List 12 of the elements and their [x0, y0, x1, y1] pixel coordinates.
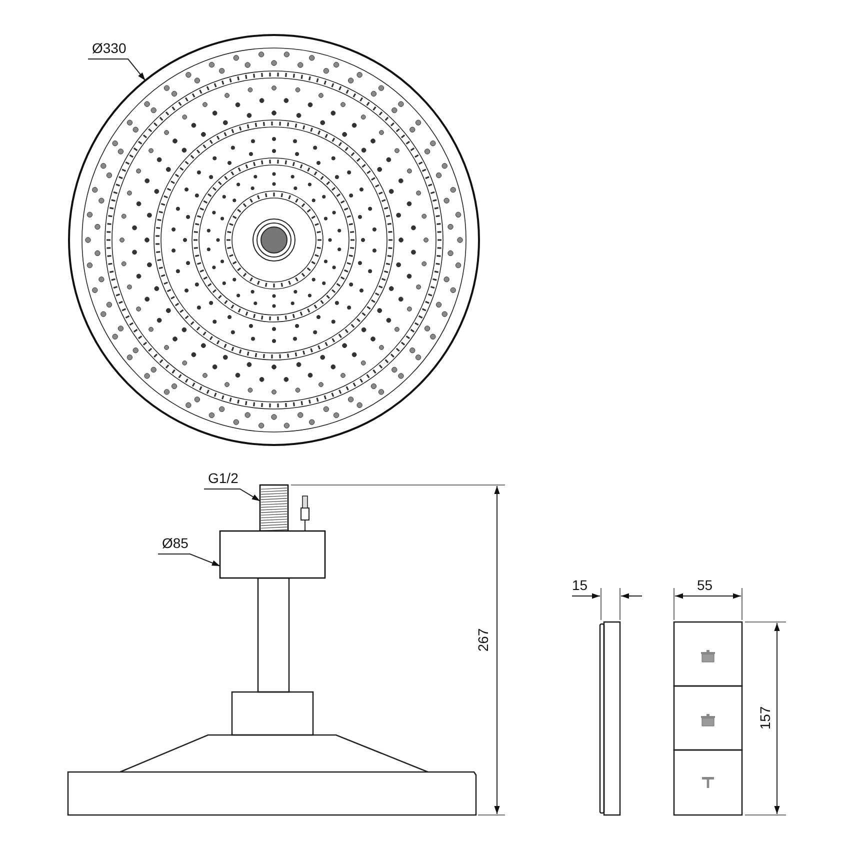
threaded-pipe: [259, 484, 289, 532]
leader-line: [158, 554, 220, 566]
dimension-label: 15: [572, 577, 588, 593]
callout-label: Ø330: [92, 40, 126, 56]
ceiling-flange: [219, 530, 326, 579]
callout-label: G1/2: [208, 470, 238, 486]
leader-line: [204, 488, 260, 502]
dimension-label: 55: [697, 577, 713, 593]
dimension-label: 267: [475, 628, 491, 652]
leader-line: [88, 58, 146, 81]
callout-label: Ø85: [162, 535, 188, 551]
dimension-label: 157: [757, 706, 773, 730]
